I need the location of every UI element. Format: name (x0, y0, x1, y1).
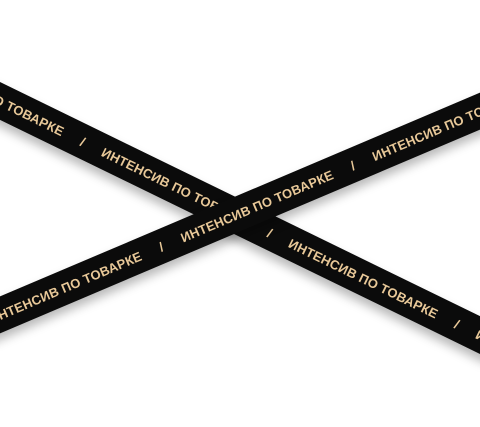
ribbon-separator: / (452, 316, 462, 332)
ribbon-separator: / (78, 133, 88, 149)
ribbon-separator: / (156, 238, 166, 255)
ribbon-label: ИНТЕНСИВ ПО ТОВАРКЕ (0, 53, 67, 139)
ribbon-separator: / (348, 157, 358, 173)
ribbon-label: ИНТЕНСИВ ПО ТОВАРКЕ (0, 248, 144, 327)
ribbon-label: ИНТЕНСИВ ПО ТОВАРКЕ (473, 326, 480, 409)
ribbon-ascending: ИНТЕНСИВ ПО ТОВАРКЕ / ИНТЕНСИВ ПО ТОВАРК… (0, 41, 480, 385)
ribbon-label: ИНТЕНСИВ ПО ТОВАРКЕ (286, 235, 441, 322)
ribbon-label: ИНТЕНСИВ ПО ТОВАРКЕ (369, 85, 480, 164)
